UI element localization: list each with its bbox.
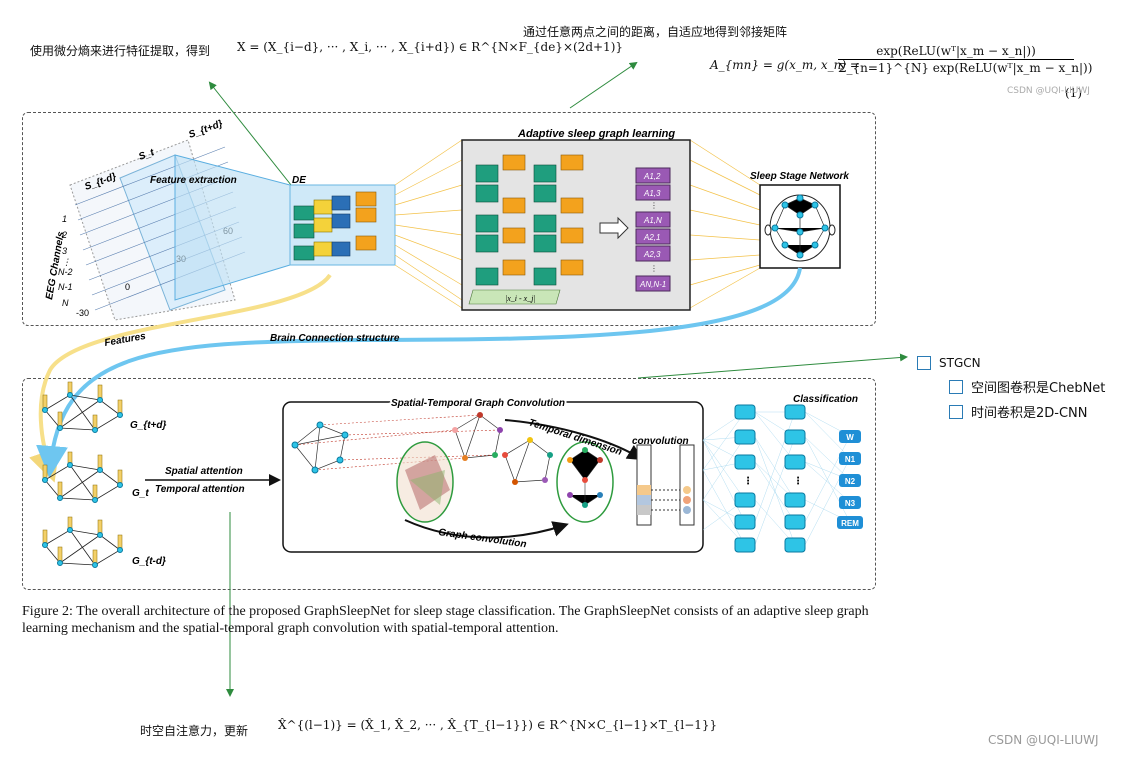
- svg-text:A2,1: A2,1: [643, 233, 660, 242]
- svg-text:A1,2: A1,2: [643, 172, 661, 181]
- svg-text:⋮: ⋮: [650, 264, 658, 273]
- feature-extraction-label: Feature extraction: [150, 175, 237, 186]
- checkbox-icon[interactable]: [949, 404, 963, 419]
- classification-title: Classification: [793, 394, 858, 405]
- segment-label-st: S_t: [137, 147, 156, 163]
- svg-text:⋮: ⋮: [62, 257, 71, 267]
- stgc-graphs: [291, 412, 614, 523]
- annotation-arrow: [569, 61, 638, 109]
- equation-number: (1): [1065, 86, 1082, 100]
- class-label: W: [846, 433, 854, 442]
- checkbox-icon[interactable]: [949, 379, 963, 394]
- de-formula: X = (X_{i−d}, ··· , X_i, ··· , X_{i+d}) …: [237, 40, 624, 54]
- graph-convolution-arrow: [404, 519, 569, 539]
- checklist-item-label: 空间图卷积是ChebNet: [971, 381, 1106, 396]
- stgc-title: Spatial-Temporal Graph Convolution: [391, 398, 565, 409]
- adjacency-note: 通过任意两点之间的距离，自适应地得到邻接矩阵: [523, 25, 788, 39]
- attention-formula: X̂^{(l−1)} = (X̂_1, X̂_2, ··· , X̂_{T_{l…: [278, 718, 718, 732]
- svg-text:AN,N-1: AN,N-1: [639, 280, 666, 289]
- adjacency-formula-fraction: exp(ReLU(wᵀ|x_m − x_n|)) Σ_{n=1}^{N} exp…: [838, 44, 1093, 75]
- graph-stack: [42, 381, 123, 568]
- svg-text:2: 2: [61, 230, 67, 240]
- svg-text:⋮: ⋮: [793, 476, 803, 487]
- checklist-item-label: 时间卷积是2D-CNN: [971, 406, 1088, 421]
- adaptive-graph-title: Adaptive sleep graph learning: [517, 128, 675, 140]
- svg-text:A1,N: A1,N: [643, 216, 662, 225]
- de-note: 使用微分熵来进行特征提取，得到: [30, 44, 211, 58]
- svg-text:1: 1: [62, 214, 67, 224]
- svg-text:⋮: ⋮: [650, 201, 658, 210]
- annotation-arrow: [208, 81, 296, 191]
- svg-text:N: N: [62, 298, 69, 308]
- temporal-attention-label: Temporal attention: [155, 484, 245, 495]
- svg-text:A2,3: A2,3: [643, 250, 661, 259]
- diff-label: |x_i - x_j|: [505, 294, 536, 303]
- brain-network-icon: [764, 194, 836, 262]
- checklist-title-row[interactable]: STGCN: [917, 356, 1105, 370]
- temporal-dimension-arrow: [504, 419, 644, 461]
- svg-text:-30: -30: [76, 308, 89, 318]
- brain-connection-label: Brain Connection structure: [270, 333, 400, 344]
- annotation-arrow: [637, 353, 908, 379]
- adjacency-list: A1,2 A1,3 ⋮ A1,N A2,1 A2,3 ⋮ AN,N-1: [635, 167, 671, 292]
- watermark: CSDN @UQI-LIUWJ: [988, 733, 1099, 747]
- svg-text:0: 0: [125, 282, 130, 292]
- checkbox-icon[interactable]: [917, 356, 931, 370]
- attention-note: 时空自注意力，更新: [140, 724, 249, 738]
- svg-text:N-1: N-1: [58, 282, 73, 292]
- brain-connection-link: [36, 267, 802, 478]
- fraction-bar: [838, 59, 1074, 60]
- checklist-item[interactable]: 时间卷积是2D-CNN: [949, 402, 1105, 421]
- checklist-item[interactable]: 空间图卷积是ChebNet: [949, 377, 1105, 396]
- funnel-lines: [394, 139, 761, 309]
- de-label: DE: [292, 175, 306, 186]
- svg-text:⋮: ⋮: [743, 476, 753, 487]
- stgcn-checklist: STGCN 空间图卷积是ChebNet 时间卷积是2D-CNN: [917, 356, 1105, 421]
- de-feature-cubes: [293, 191, 377, 261]
- class-label: N3: [845, 499, 856, 508]
- svg-text:A1,3: A1,3: [643, 189, 661, 198]
- sleep-stage-network-title: Sleep Stage Network: [750, 171, 849, 182]
- spatial-attention-label: Spatial attention: [165, 466, 243, 477]
- features-label: Features: [104, 331, 147, 349]
- features-link: [29, 273, 332, 483]
- class-label: N1: [845, 455, 856, 464]
- graph-label: G_{t+d}: [130, 420, 167, 431]
- top-panel: [22, 112, 876, 326]
- adjacency-formula-lhs: A_{mn} = g(x_m, x_n) =: [710, 58, 860, 72]
- watermark-small: CSDN @UQI-LIUWJ: [1007, 86, 1090, 96]
- classifier-network: ⋮ ⋮: [702, 404, 851, 553]
- segment-label-st+d: S_{t+d}: [187, 118, 224, 140]
- bottom-panel: [22, 378, 876, 590]
- class-outputs: W N1 N2 N3 REM: [837, 430, 863, 529]
- channel-ticks: 1 2 3 ⋮ N-2 N-1 N: [58, 214, 73, 308]
- pairwise-feature-grid: |x_i - x_j|: [468, 154, 584, 305]
- adjacency-formula-denominator: Σ_{n=1}^{N} exp(ReLU(wᵀ|x_m − x_n|)): [838, 61, 1093, 75]
- graph-label: G_{t-d}: [132, 556, 166, 567]
- class-label: N2: [845, 477, 856, 486]
- temporal-conv-columns: [636, 444, 695, 526]
- figure-caption: Figure 2: The overall architecture of th…: [22, 604, 869, 636]
- graph-label: G_t: [132, 488, 149, 499]
- arrow-right-icon: [599, 216, 629, 240]
- svg-text:3: 3: [62, 246, 67, 256]
- class-label: REM: [841, 519, 859, 528]
- convolution-label: convolution: [632, 436, 689, 447]
- checklist-title: STGCN: [939, 356, 981, 370]
- svg-text:N-2: N-2: [58, 267, 73, 277]
- adjacency-formula-numerator: exp(ReLU(wᵀ|x_m − x_n|)): [876, 44, 1036, 58]
